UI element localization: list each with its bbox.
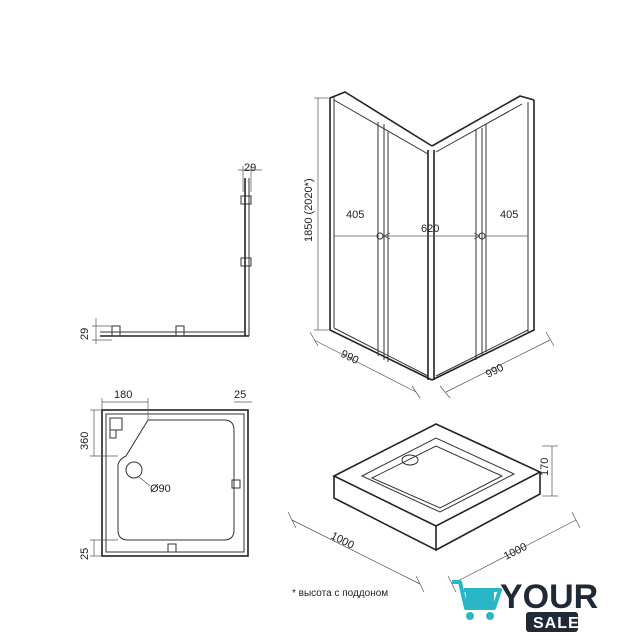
dim-panel-left: 405 (346, 209, 364, 221)
dim-side-profile: 29 (79, 328, 91, 340)
dim-tray-bottom: 25 (79, 548, 91, 560)
logo-word-your: YOUR (500, 578, 598, 616)
dim-tray-edge: 25 (234, 389, 246, 401)
yoursale-logo: YOUR SALE (452, 578, 598, 632)
enclosure-3d-view: 405 620 405 1850 (2020*) 990 990 (303, 91, 555, 399)
dim-panel-right: 405 (500, 209, 518, 221)
dim-tray-corner: 180 (114, 389, 132, 401)
tray-3d-view: 170 1000 1000 (287, 423, 581, 593)
dim-door-opening: 620 (421, 223, 439, 235)
tray-top-view: 180 25 360 Ø90 25 (79, 389, 252, 560)
dim-tray-drain: Ø90 (150, 483, 171, 495)
dim-top-profile: 29 (244, 162, 256, 174)
dim-tray-right-length: 1000 (502, 541, 529, 563)
dim-tray-left: 360 (79, 432, 91, 450)
logo-word-sale: SALE (533, 615, 580, 632)
dim-tray-left-length: 1000 (329, 530, 356, 552)
shopping-cart-icon (452, 580, 502, 620)
footnote: * высота с поддоном (292, 588, 388, 599)
dim-right-depth: 990 (484, 362, 506, 381)
dim-enclosure-height: 1850 (2020*) (303, 178, 315, 242)
dim-left-depth: 990 (339, 348, 361, 367)
profile-top-view: 29 29 (79, 162, 262, 344)
dim-tray-height: 170 (539, 458, 551, 476)
logo-sale-badge (526, 612, 578, 632)
